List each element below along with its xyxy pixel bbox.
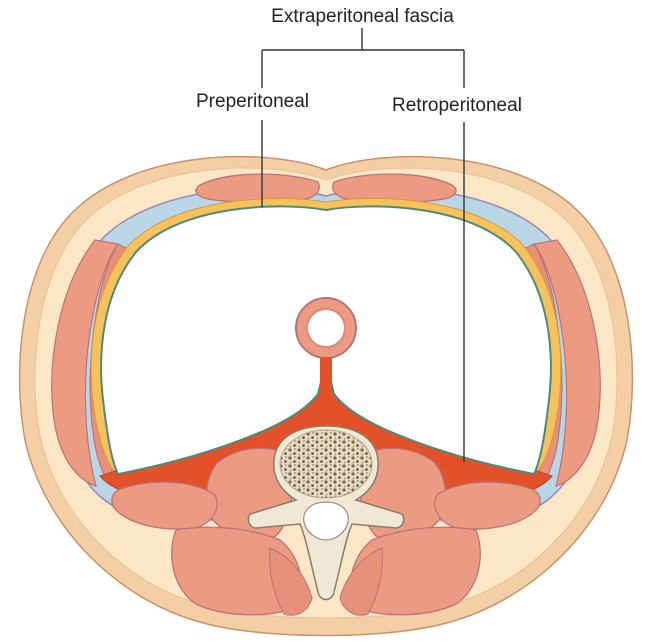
aortic-mesentery: [320, 357, 332, 388]
aorta-lumen: [306, 308, 346, 348]
extraperitoneal-fascia-label: Extraperitoneal fascia: [271, 6, 454, 27]
lateral-muscle-right-outer: [532, 239, 601, 487]
bracket-line: [261, 28, 465, 88]
retroperitoneal-label: Retroperitoneal: [392, 95, 522, 116]
vertebral-body-cancellous: [279, 429, 373, 499]
vertebral-canal: [303, 501, 349, 541]
label-leader-lines: [261, 28, 465, 462]
multifidus-left: [269, 547, 313, 616]
lateral-muscle-left-outer: [51, 239, 120, 487]
multifidus-right: [339, 547, 383, 616]
preperitoneal-label: Preperitoneal: [196, 91, 310, 112]
